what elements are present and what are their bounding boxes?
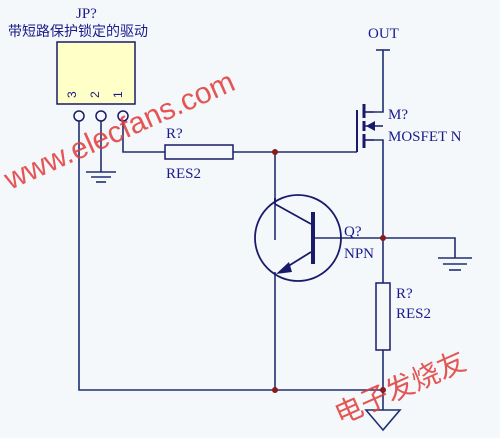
resistor-right-ref: R?: [396, 286, 413, 302]
connector-jp: JP? 带短路保护锁定的驱动 3 2 1: [8, 6, 148, 122]
mosfet-ref: M?: [388, 107, 408, 123]
junction-bottom-right: [380, 387, 386, 393]
connector-body: [56, 41, 136, 105]
ground-right: [438, 257, 472, 271]
connector-ref: JP?: [76, 6, 97, 22]
transistor-envelope: [254, 194, 342, 282]
resistor-top: R? RES2: [164, 126, 234, 182]
pin-label-1: 1: [111, 91, 125, 98]
wire-pin1-resistor: [122, 121, 165, 153]
transistor-collector-lead: [274, 203, 312, 225]
resistor-right-body: [375, 282, 391, 351]
mosfet-arrow-icon: [366, 121, 375, 131]
wire-out-drain: [374, 50, 384, 113]
out-label: OUT: [368, 26, 399, 42]
watermark-cn: 电子发烧友: [329, 344, 470, 431]
ground-bottom: [364, 409, 402, 432]
junction-collector: [272, 149, 278, 155]
wire-pin3-ground: [78, 121, 383, 391]
resistor-top-ref: R?: [166, 126, 183, 142]
ground-left: [86, 171, 116, 183]
junction-node: [380, 235, 386, 241]
pin-label-2: 2: [88, 91, 102, 98]
emitter-arrow-icon: [276, 262, 292, 274]
resistor-top-body: [164, 144, 234, 160]
mosfet-type: MOSFET N: [388, 129, 462, 145]
transistor-ref: Q?: [344, 224, 362, 240]
out-terminal: OUT: [368, 26, 399, 51]
resistor-right-value: RES2: [396, 306, 431, 322]
junction-bottom-left: [272, 387, 278, 393]
junctions: [272, 149, 386, 393]
mosfet-n: M? MOSFET N: [356, 104, 462, 152]
transistor-npn: Q? NPN: [254, 194, 374, 282]
wire-base-ground: [315, 237, 456, 258]
resistor-right: R? RES2: [375, 282, 431, 351]
resistor-top-value: RES2: [166, 166, 201, 182]
pin-label-3: 3: [65, 91, 79, 98]
connector-caption: 带短路保护锁定的驱动: [8, 24, 148, 40]
transistor-type: NPN: [344, 246, 374, 262]
pin-3-terminal: [73, 110, 85, 122]
wire-source-node: [374, 139, 384, 283]
